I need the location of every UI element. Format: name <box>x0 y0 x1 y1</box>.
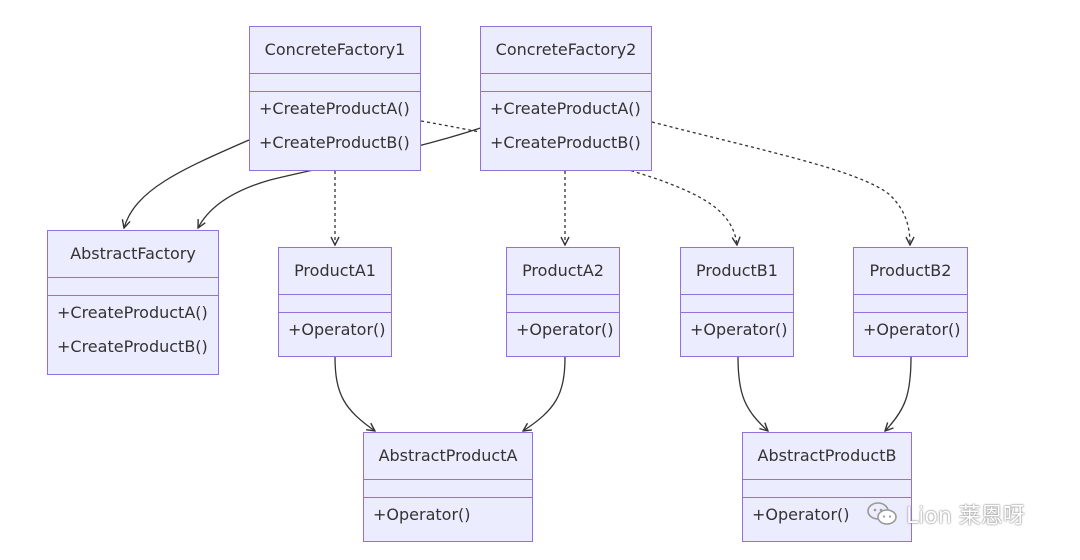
class-method: +Operator() <box>690 320 788 339</box>
class-divider <box>48 277 218 278</box>
class-methods: +Operator() <box>364 497 532 541</box>
class-divider <box>250 91 420 92</box>
class-divider <box>507 294 619 295</box>
class-method: +CreateProductB() <box>259 133 410 152</box>
class-divider <box>681 312 793 313</box>
class-method: +Operator() <box>752 505 850 524</box>
class-box-ProductB2: ProductB2 +Operator() <box>853 247 968 357</box>
class-methods: +Operator() <box>743 497 911 541</box>
class-name: ProductB2 <box>869 261 952 280</box>
class-methods: +CreateProductA() +CreateProductB() <box>48 295 218 374</box>
class-box-ProductB1: ProductB1 +Operator() <box>680 247 794 357</box>
wechat-chat-bubbles-icon <box>867 502 897 525</box>
class-divider <box>854 312 967 313</box>
class-divider <box>743 497 911 498</box>
class-divider <box>507 312 619 313</box>
class-method: +CreateProductA() <box>490 99 641 118</box>
class-box-ConcreteFactory1: ConcreteFactory1+CreateProductA()+Create… <box>249 26 421 171</box>
class-name: ProductA2 <box>522 261 604 280</box>
class-box-ProductA1: ProductA1 +Operator() <box>278 247 392 357</box>
edge-ProductA2-to-AbstractProductA <box>523 356 566 431</box>
class-divider <box>279 294 391 295</box>
class-name: ConcreteFactory1 <box>264 40 406 59</box>
class-divider <box>854 294 967 295</box>
class-methods: +Operator() <box>507 312 619 356</box>
class-divider <box>48 295 218 296</box>
class-divider <box>481 73 651 74</box>
class-method: +Operator() <box>373 505 471 524</box>
class-method: +Operator() <box>288 320 386 339</box>
class-name: AbstractProductA <box>378 446 518 465</box>
class-method: +Operator() <box>863 320 961 339</box>
class-name: AbstractProductB <box>757 446 897 465</box>
class-method: +Operator() <box>516 320 614 339</box>
class-box-ConcreteFactory2: ConcreteFactory2+CreateProductA()+Create… <box>480 26 652 171</box>
edge-ConcreteFactory1-to-AbstractFactory <box>124 139 250 228</box>
watermark-text: Lion 莱恩呀 <box>906 504 1025 529</box>
class-methods: +Operator() <box>854 312 967 356</box>
class-name: ProductA1 <box>294 261 376 280</box>
class-method: +CreateProductB() <box>57 337 208 356</box>
edge-ConcreteFactory2-to-AbstractFactory <box>198 121 499 228</box>
class-name: ConcreteFactory2 <box>495 40 637 59</box>
class-divider <box>743 479 911 480</box>
class-method: +CreateProductA() <box>57 303 208 322</box>
class-divider <box>364 479 532 480</box>
edge-ConcreteFactory2-to-ProductB2 <box>651 121 910 245</box>
class-divider <box>481 91 651 92</box>
class-method: +CreateProductB() <box>490 133 641 152</box>
watermark: Lion 莱恩呀 <box>866 498 1025 530</box>
edge-ProductA1-to-AbstractProductA <box>334 356 375 431</box>
class-method: +CreateProductA() <box>259 99 410 118</box>
class-divider <box>364 497 532 498</box>
class-methods: +Operator() <box>279 312 391 356</box>
edge-ProductB2-to-AbstractProductB <box>885 356 912 431</box>
class-name: AbstractFactory <box>70 244 196 263</box>
class-divider <box>279 312 391 313</box>
class-name: ProductB1 <box>696 261 778 280</box>
class-methods: +CreateProductA() +CreateProductB() <box>481 91 651 170</box>
class-box-ProductA2: ProductA2 +Operator() <box>506 247 620 357</box>
class-box-AbstractProductA: AbstractProductA +Operator() <box>363 432 533 542</box>
class-methods: +CreateProductA() +CreateProductB() <box>250 91 420 170</box>
class-box-AbstractFactory: AbstractFactory+CreateProductA()+CreateP… <box>47 230 219 375</box>
class-divider <box>681 294 793 295</box>
class-divider <box>250 73 420 74</box>
class-methods: +Operator() <box>681 312 793 356</box>
edge-ProductB1-to-AbstractProductB <box>737 356 768 431</box>
